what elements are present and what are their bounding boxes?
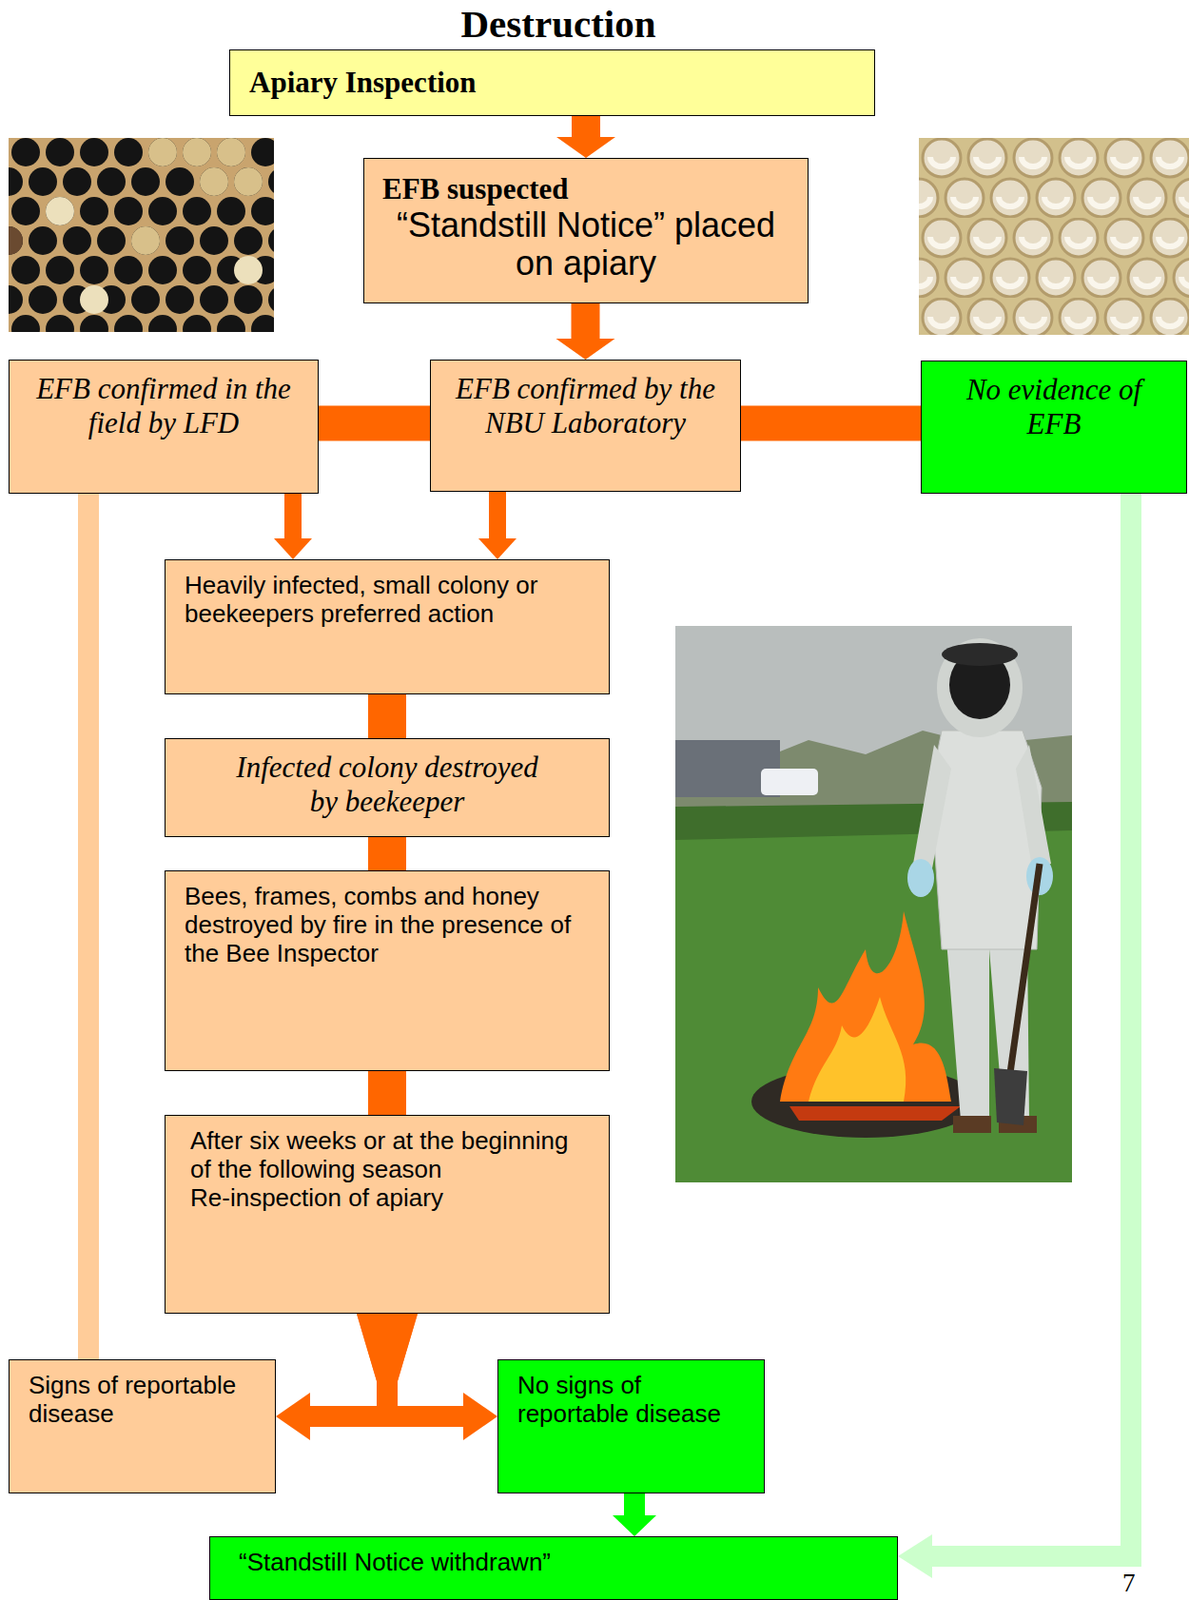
boot [953, 1115, 992, 1133]
box-text: No signs of reportable disease [517, 1371, 745, 1429]
process-box: Heavily infected, small colony or beekee… [164, 559, 610, 695]
suit-arm [913, 744, 952, 869]
process-box: After six weeks or at the beginning of t… [164, 1114, 610, 1314]
flow-connector [556, 116, 616, 158]
pale-cell [45, 196, 75, 226]
arrow-head [478, 538, 517, 560]
box-text: “Standstill Notice” placed on apiary [382, 206, 790, 284]
pale-cell [233, 255, 263, 285]
box-text: Heavily infected, small colony or beekee… [184, 571, 590, 629]
box-text: EFB confirmed by the NBU Laboratory [449, 371, 722, 440]
hat-brim [941, 643, 1018, 666]
pale-cell [79, 285, 109, 314]
capped-cell [148, 137, 177, 167]
capped-cell [131, 226, 160, 255]
arrow-head [897, 1534, 933, 1579]
connector-line [740, 406, 921, 442]
flow-connector [387, 837, 389, 871]
box-text: Bees, frames, combs and honey destroyed … [184, 882, 590, 969]
comb-cells [8, 137, 274, 332]
connector-line [387, 1313, 465, 1417]
flow-connector [318, 423, 430, 425]
arrow-head [273, 538, 312, 560]
capped-cell [216, 137, 246, 167]
larvae-comb-photo [918, 137, 1189, 335]
process-box: EFB suspected“Standstill Notice” placed … [363, 157, 809, 304]
arrow-head [463, 1392, 498, 1441]
box-text: Signs of reportable disease [28, 1371, 256, 1429]
flame [779, 911, 952, 1102]
box-text: Infected colony destroyed by beekeeper [231, 750, 544, 819]
process-box: Bees, frames, combs and honey destroyed … [164, 870, 610, 1072]
process-box: Apiary Inspection [229, 49, 876, 117]
flame-core [808, 996, 906, 1102]
box-text: No evidence of EFB [959, 372, 1149, 441]
larvae-cells [918, 137, 1189, 335]
flow-connector [387, 694, 389, 739]
box-text: Apiary Inspection [249, 65, 856, 100]
connector-line [571, 116, 601, 138]
flow-connector [387, 1071, 389, 1115]
process-box: EFB confirmed by the NBU Laboratory [429, 359, 741, 492]
process-box: EFB confirmed in the field by LFD [8, 359, 319, 494]
page-number: 7 [1122, 1569, 1136, 1599]
box-text: Re-inspection of apiary [190, 1184, 571, 1213]
embers [789, 1106, 961, 1121]
connector-line [368, 1071, 407, 1115]
glove [907, 858, 935, 897]
connector-line [77, 493, 99, 1360]
larvae-wax [918, 137, 1189, 335]
van [760, 768, 819, 796]
connector-line [931, 493, 1131, 1557]
arrow-head [612, 1515, 657, 1537]
process-box: “Standstill Notice withdrawn” [209, 1536, 898, 1600]
spade-blade [994, 1068, 1028, 1126]
box-text: EFB confirmed in the field by LFD [28, 371, 299, 440]
flow-connector [88, 493, 90, 1360]
spade-shaft [1010, 863, 1040, 1073]
connector-line [571, 303, 601, 340]
connector-line [368, 837, 407, 871]
bonfire-photo [675, 625, 1073, 1183]
flow-connector [740, 423, 921, 425]
flow-connector [478, 491, 517, 560]
process-box: Infected colony destroyed by beekeeper [164, 738, 610, 838]
diagram-title: Destruction [320, 1, 797, 47]
flow-connector [356, 1313, 498, 1441]
process-box: No signs of reportable disease [497, 1359, 765, 1494]
capped-cell [199, 167, 229, 196]
capped-cell [233, 167, 263, 196]
brood-comb-photo [8, 137, 274, 332]
connector-line [318, 406, 430, 442]
comb-wax [8, 137, 274, 332]
box-text: After six weeks or at the beginning of t… [190, 1127, 571, 1185]
connector-line [488, 491, 507, 540]
arrow-head [556, 338, 616, 360]
suit-arm [1015, 744, 1052, 869]
capped-cell [182, 137, 212, 167]
connector-line [368, 694, 407, 739]
box-text: “Standstill Notice withdrawn” [238, 1548, 869, 1578]
brown-cell [8, 226, 23, 255]
process-box: No evidence of EFB [920, 360, 1188, 494]
flow-connector [273, 493, 312, 560]
arrow-head [556, 136, 616, 158]
process-box: Signs of reportable disease [8, 1359, 276, 1494]
flow-connector [897, 493, 1131, 1579]
hood [936, 638, 1023, 738]
box-text: EFB suspected [382, 172, 790, 207]
flow-connector [612, 1493, 657, 1537]
arrow-head [275, 1392, 311, 1441]
sky [675, 625, 1073, 1183]
flow-connector [556, 303, 616, 360]
connector-line [623, 1493, 645, 1517]
connector-line [284, 493, 302, 540]
